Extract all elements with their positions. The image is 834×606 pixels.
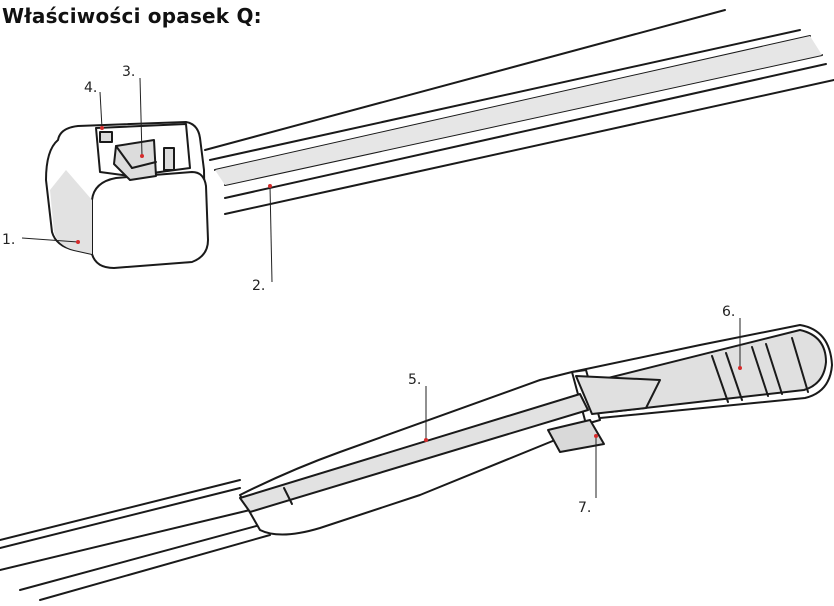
paddle-ridge <box>711 355 729 403</box>
callout-label-3: 3. <box>122 64 135 80</box>
leader-line-4 <box>99 91 103 129</box>
callout-label-2: 2. <box>252 278 265 294</box>
head-side-shade <box>50 170 92 254</box>
strap-line <box>224 79 834 215</box>
marker-5 <box>424 438 428 442</box>
tail-strap-line <box>0 479 241 541</box>
strap-shade <box>215 36 822 185</box>
page-title: Właściwości opasek Q: <box>2 4 262 28</box>
head-rib <box>99 131 113 143</box>
marker-6 <box>738 366 742 370</box>
marker-1 <box>76 240 80 244</box>
callout-leaders <box>21 77 741 498</box>
tail-guard-top <box>575 375 661 415</box>
strap-line <box>204 9 726 151</box>
callout-label-4: 4. <box>84 80 97 96</box>
head-rib <box>163 147 175 171</box>
tail-strap-line <box>39 534 271 601</box>
head-front <box>91 171 209 269</box>
callout-markers <box>76 126 742 442</box>
marker-4 <box>100 126 104 130</box>
strap-line <box>209 29 801 161</box>
cable-tie-head-illustration <box>45 9 834 269</box>
callout-label-7: 7. <box>578 500 591 516</box>
tail-strap-line <box>0 487 241 549</box>
leader-line-1 <box>21 237 79 243</box>
marker-2 <box>268 184 272 188</box>
tail-strap-line <box>0 509 251 571</box>
tail-strap-line <box>19 524 261 591</box>
leader-line-2 <box>269 185 273 283</box>
callout-label-1: 1. <box>2 232 15 248</box>
paddle-ridge <box>751 346 769 397</box>
paddle-ridge <box>725 352 743 401</box>
callout-label-5: 5. <box>408 372 421 388</box>
paddle-ridge <box>765 343 783 395</box>
marker-3 <box>140 154 144 158</box>
leader-line-3 <box>139 77 143 157</box>
tail-tongue-edge <box>283 487 293 505</box>
head-pawl-edge <box>131 161 157 169</box>
tail-tongue <box>239 393 589 513</box>
cable-tie-tail-illustration <box>0 324 833 601</box>
head-pawl-edge <box>115 145 133 169</box>
head-pawl <box>113 139 157 181</box>
paddle-ridge <box>791 337 809 393</box>
callout-label-6: 6. <box>722 304 735 320</box>
strap-line <box>224 63 827 199</box>
marker-7 <box>594 434 598 438</box>
tail-wedge <box>547 419 605 453</box>
